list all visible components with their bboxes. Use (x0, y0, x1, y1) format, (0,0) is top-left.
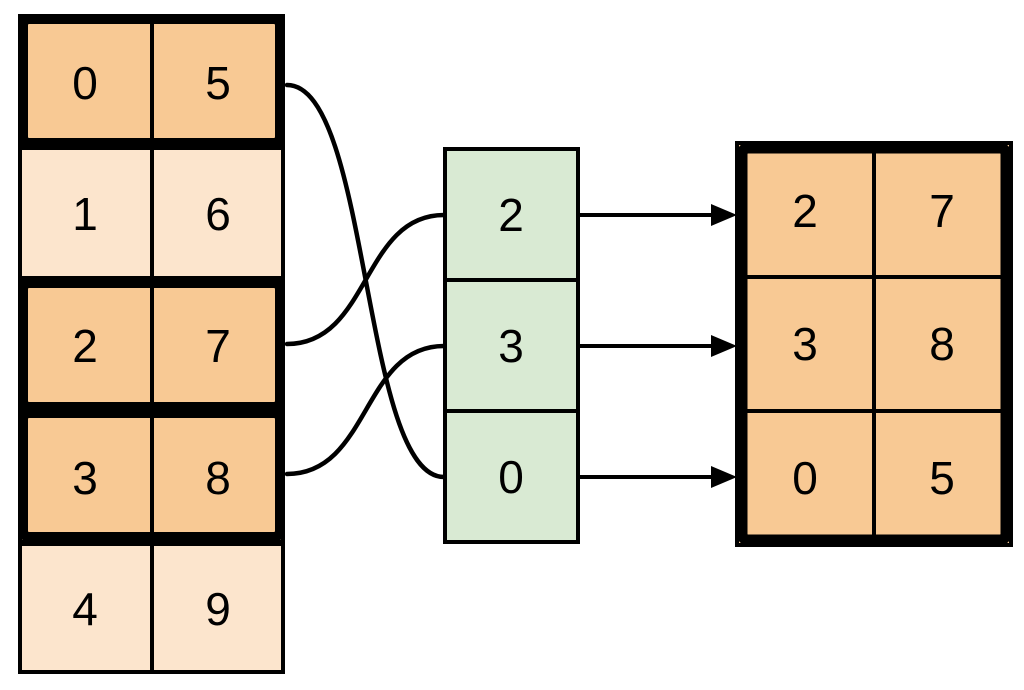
result-cell-r2c0 (735, 409, 876, 547)
result-value: 8 (929, 318, 955, 370)
selected-row-2-outline (18, 278, 285, 412)
source-value: 1 (72, 188, 98, 240)
index-value: 2 (498, 189, 524, 241)
index-cell-0 (443, 147, 580, 282)
source-cell-r2c1 (150, 278, 285, 412)
result-table: 2 7 3 8 0 5 (735, 141, 1013, 547)
curve-row2-to-index2 (284, 212, 447, 347)
result-value: 5 (929, 452, 955, 504)
source-value: 2 (72, 320, 98, 372)
result-value: 7 (929, 185, 955, 237)
result-value: 0 (792, 452, 818, 504)
source-value: 4 (72, 583, 98, 635)
arrowhead-icon (711, 335, 737, 357)
result-table-outline (736, 142, 1012, 546)
result-arrows (578, 204, 737, 488)
result-cell-r1c1 (872, 275, 1013, 413)
result-cell-r2c1 (872, 409, 1013, 547)
index-cell-2 (443, 409, 580, 544)
source-value: 8 (205, 452, 231, 504)
selected-row-0-outline (18, 14, 285, 148)
selected-row-3-outline (18, 408, 285, 542)
result-value: 2 (792, 185, 818, 237)
source-cell-r4c1 (150, 542, 285, 674)
source-table: 0 5 1 6 2 7 3 8 4 9 (18, 14, 285, 674)
index-value: 0 (498, 451, 524, 503)
result-cell-r1c0 (735, 275, 876, 413)
source-cell-r0c1 (150, 14, 285, 148)
curve-row3-to-index3 (284, 343, 447, 477)
source-value: 3 (72, 452, 98, 504)
index-value: 3 (498, 320, 524, 372)
arrowhead-icon (711, 204, 737, 226)
source-value: 9 (205, 583, 231, 635)
source-value: 7 (205, 320, 231, 372)
index-column: 2 3 0 (443, 147, 580, 544)
source-value: 6 (205, 188, 231, 240)
result-value: 3 (792, 318, 818, 370)
source-cell-r3c1 (150, 410, 285, 544)
arrowhead-icon (711, 466, 737, 488)
source-value: 5 (205, 57, 231, 109)
source-cell-r1c1 (150, 146, 285, 280)
source-cell-r1c0 (18, 146, 154, 280)
source-value: 0 (72, 57, 98, 109)
mapping-curves (284, 82, 447, 480)
